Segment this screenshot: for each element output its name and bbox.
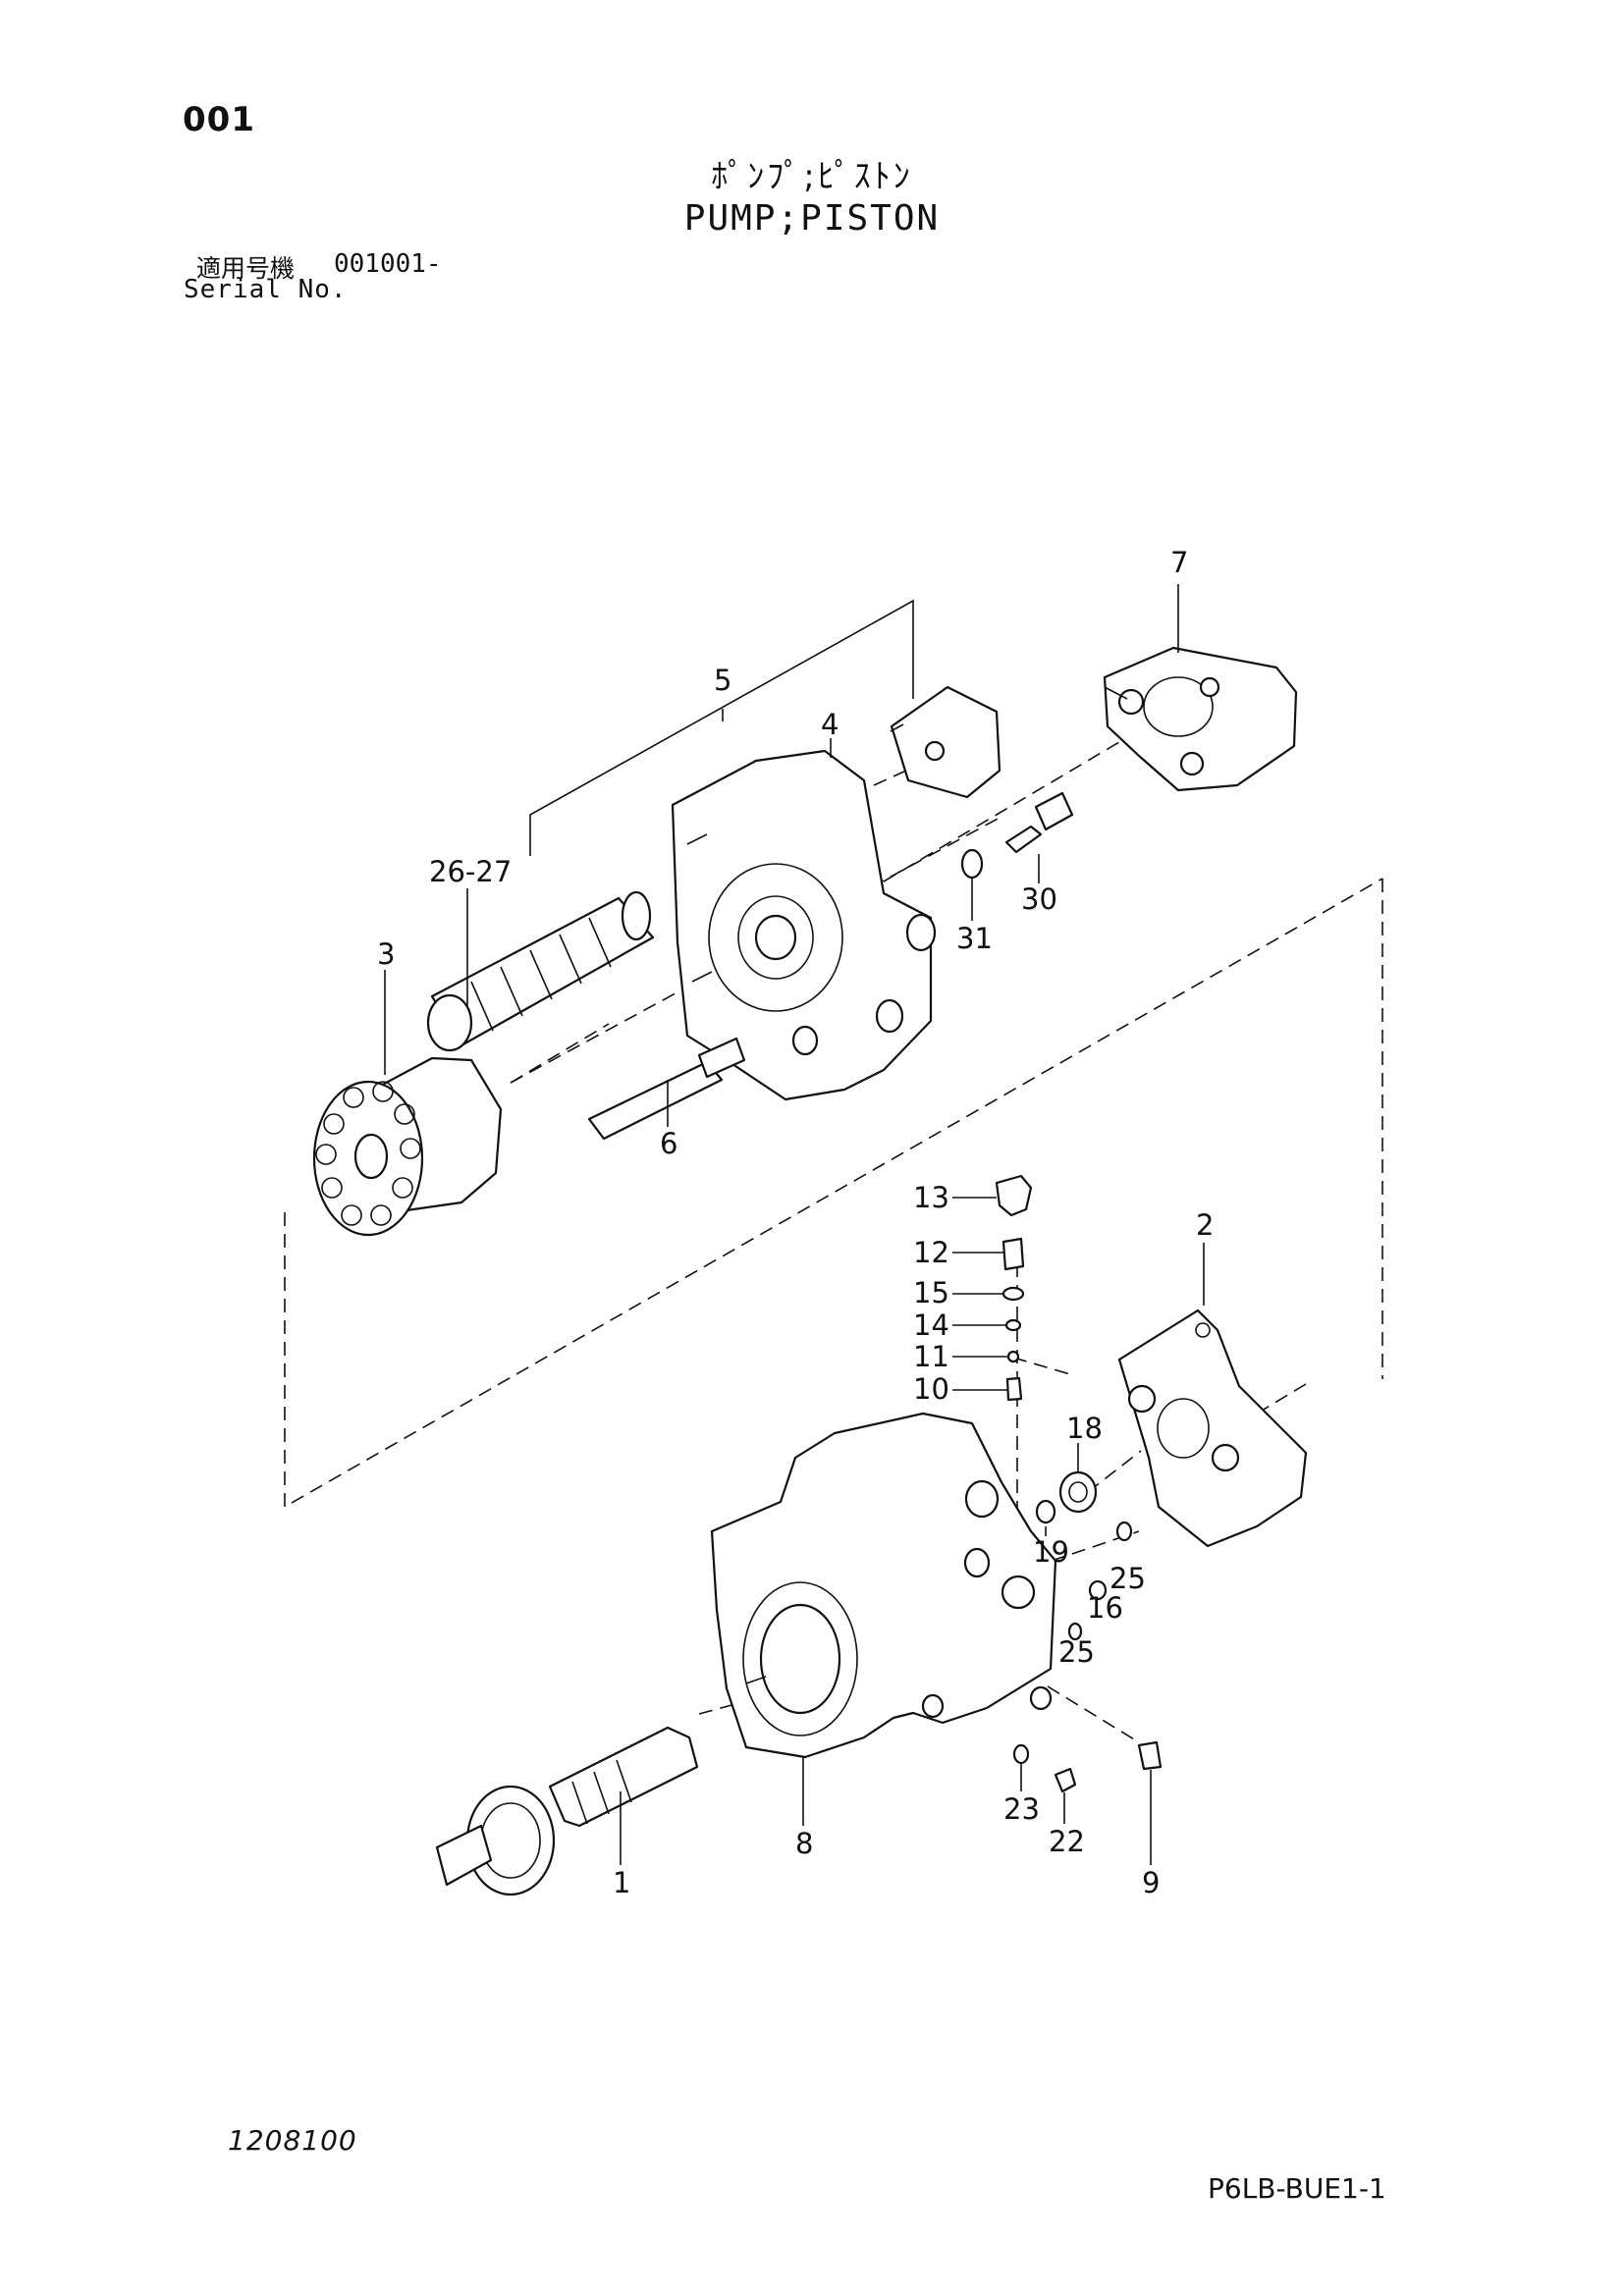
- centerline: [1256, 1383, 1307, 1415]
- callout-15: 15: [913, 1276, 949, 1309]
- centerline: [1047, 1685, 1140, 1743]
- bracket-line-5: [529, 599, 914, 856]
- callout-3: 3: [377, 937, 395, 971]
- callout-4: 4: [821, 708, 839, 741]
- part-11-ball: [1006, 1350, 1020, 1363]
- page-code: P6LB-BUE1-1: [1208, 2172, 1386, 2205]
- assembly-boundary-line: [510, 817, 1001, 1084]
- part-6-shaft: [587, 1037, 746, 1141]
- callout-26-27: 26-27: [429, 855, 512, 888]
- assembly-boundary-line: [284, 878, 1383, 1509]
- part-3-cylinder-block: [312, 1056, 503, 1237]
- callout-30: 30: [1021, 882, 1057, 916]
- callout-8: 8: [795, 1827, 813, 1860]
- callout-2: 2: [1196, 1208, 1214, 1242]
- part-5-plate: [890, 685, 1001, 799]
- callout-9: 9: [1142, 1866, 1160, 1899]
- part-22-plug: [1054, 1767, 1077, 1793]
- part-23-o-ring: [1012, 1743, 1030, 1765]
- part-1-drive-shaft: [435, 1726, 699, 1896]
- serial-label-japanese: 適用号機: [196, 254, 296, 283]
- part-19-plug: [1035, 1499, 1056, 1524]
- callout-10: 10: [913, 1372, 949, 1406]
- callout-5: 5: [714, 664, 731, 697]
- centerline: [698, 1700, 747, 1715]
- page-number: 001: [183, 100, 255, 139]
- centerline: [1087, 1450, 1142, 1493]
- part-25-o-ring: [1067, 1622, 1083, 1641]
- serial-label-english: Serial No.: [184, 275, 348, 304]
- part-15-ring: [1001, 1286, 1025, 1302]
- valve-parts-stack: [995, 1174, 1033, 1402]
- callout-13: 13: [913, 1181, 949, 1214]
- callout-25-upper: 25: [1110, 1562, 1146, 1595]
- part-7-gear-pump: [1103, 646, 1298, 792]
- callout-12: 12: [913, 1236, 949, 1269]
- part-9-fitting: [1137, 1740, 1163, 1771]
- callout-11: 11: [913, 1340, 949, 1373]
- part-25-o-ring: [1115, 1521, 1133, 1542]
- centerline: [1012, 1357, 1071, 1375]
- callout-6: 6: [660, 1127, 677, 1160]
- callout-16: 16: [1087, 1591, 1123, 1625]
- callout-1: 1: [613, 1866, 630, 1899]
- part-18-plug: [1058, 1470, 1098, 1514]
- part-31-o-ring: [960, 848, 984, 880]
- callout-23: 23: [1003, 1792, 1040, 1826]
- part-4-housing: [671, 749, 937, 1101]
- centerline: [883, 735, 1130, 882]
- part-14-ring: [1004, 1318, 1022, 1332]
- callout-14: 14: [913, 1308, 949, 1342]
- title-japanese: ﾎﾟﾝﾌﾟ;ﾋﾟｽﾄﾝ: [711, 157, 913, 196]
- part-16-plug: [1088, 1579, 1108, 1601]
- callout-18: 18: [1066, 1412, 1103, 1445]
- callout-7: 7: [1170, 546, 1188, 579]
- title-english: PUMP;PISTON: [683, 198, 941, 239]
- callout-25-lower: 25: [1058, 1635, 1095, 1669]
- part-8-casing: [710, 1412, 1057, 1759]
- callout-31: 31: [956, 922, 993, 955]
- part-30-bolt: [1004, 791, 1074, 854]
- centerline: [510, 1023, 610, 1084]
- callout-22: 22: [1049, 1825, 1085, 1858]
- serial-value: 001001-: [334, 249, 442, 279]
- drawing-number: 1208100: [228, 2124, 357, 2157]
- part-10-pin: [1005, 1376, 1023, 1402]
- part-26-27-spring: [426, 890, 655, 1052]
- callout-19: 19: [1033, 1535, 1069, 1569]
- part-12-screw: [1001, 1237, 1025, 1271]
- part-13-plug: [995, 1174, 1033, 1217]
- part-2-flange: [1117, 1308, 1308, 1548]
